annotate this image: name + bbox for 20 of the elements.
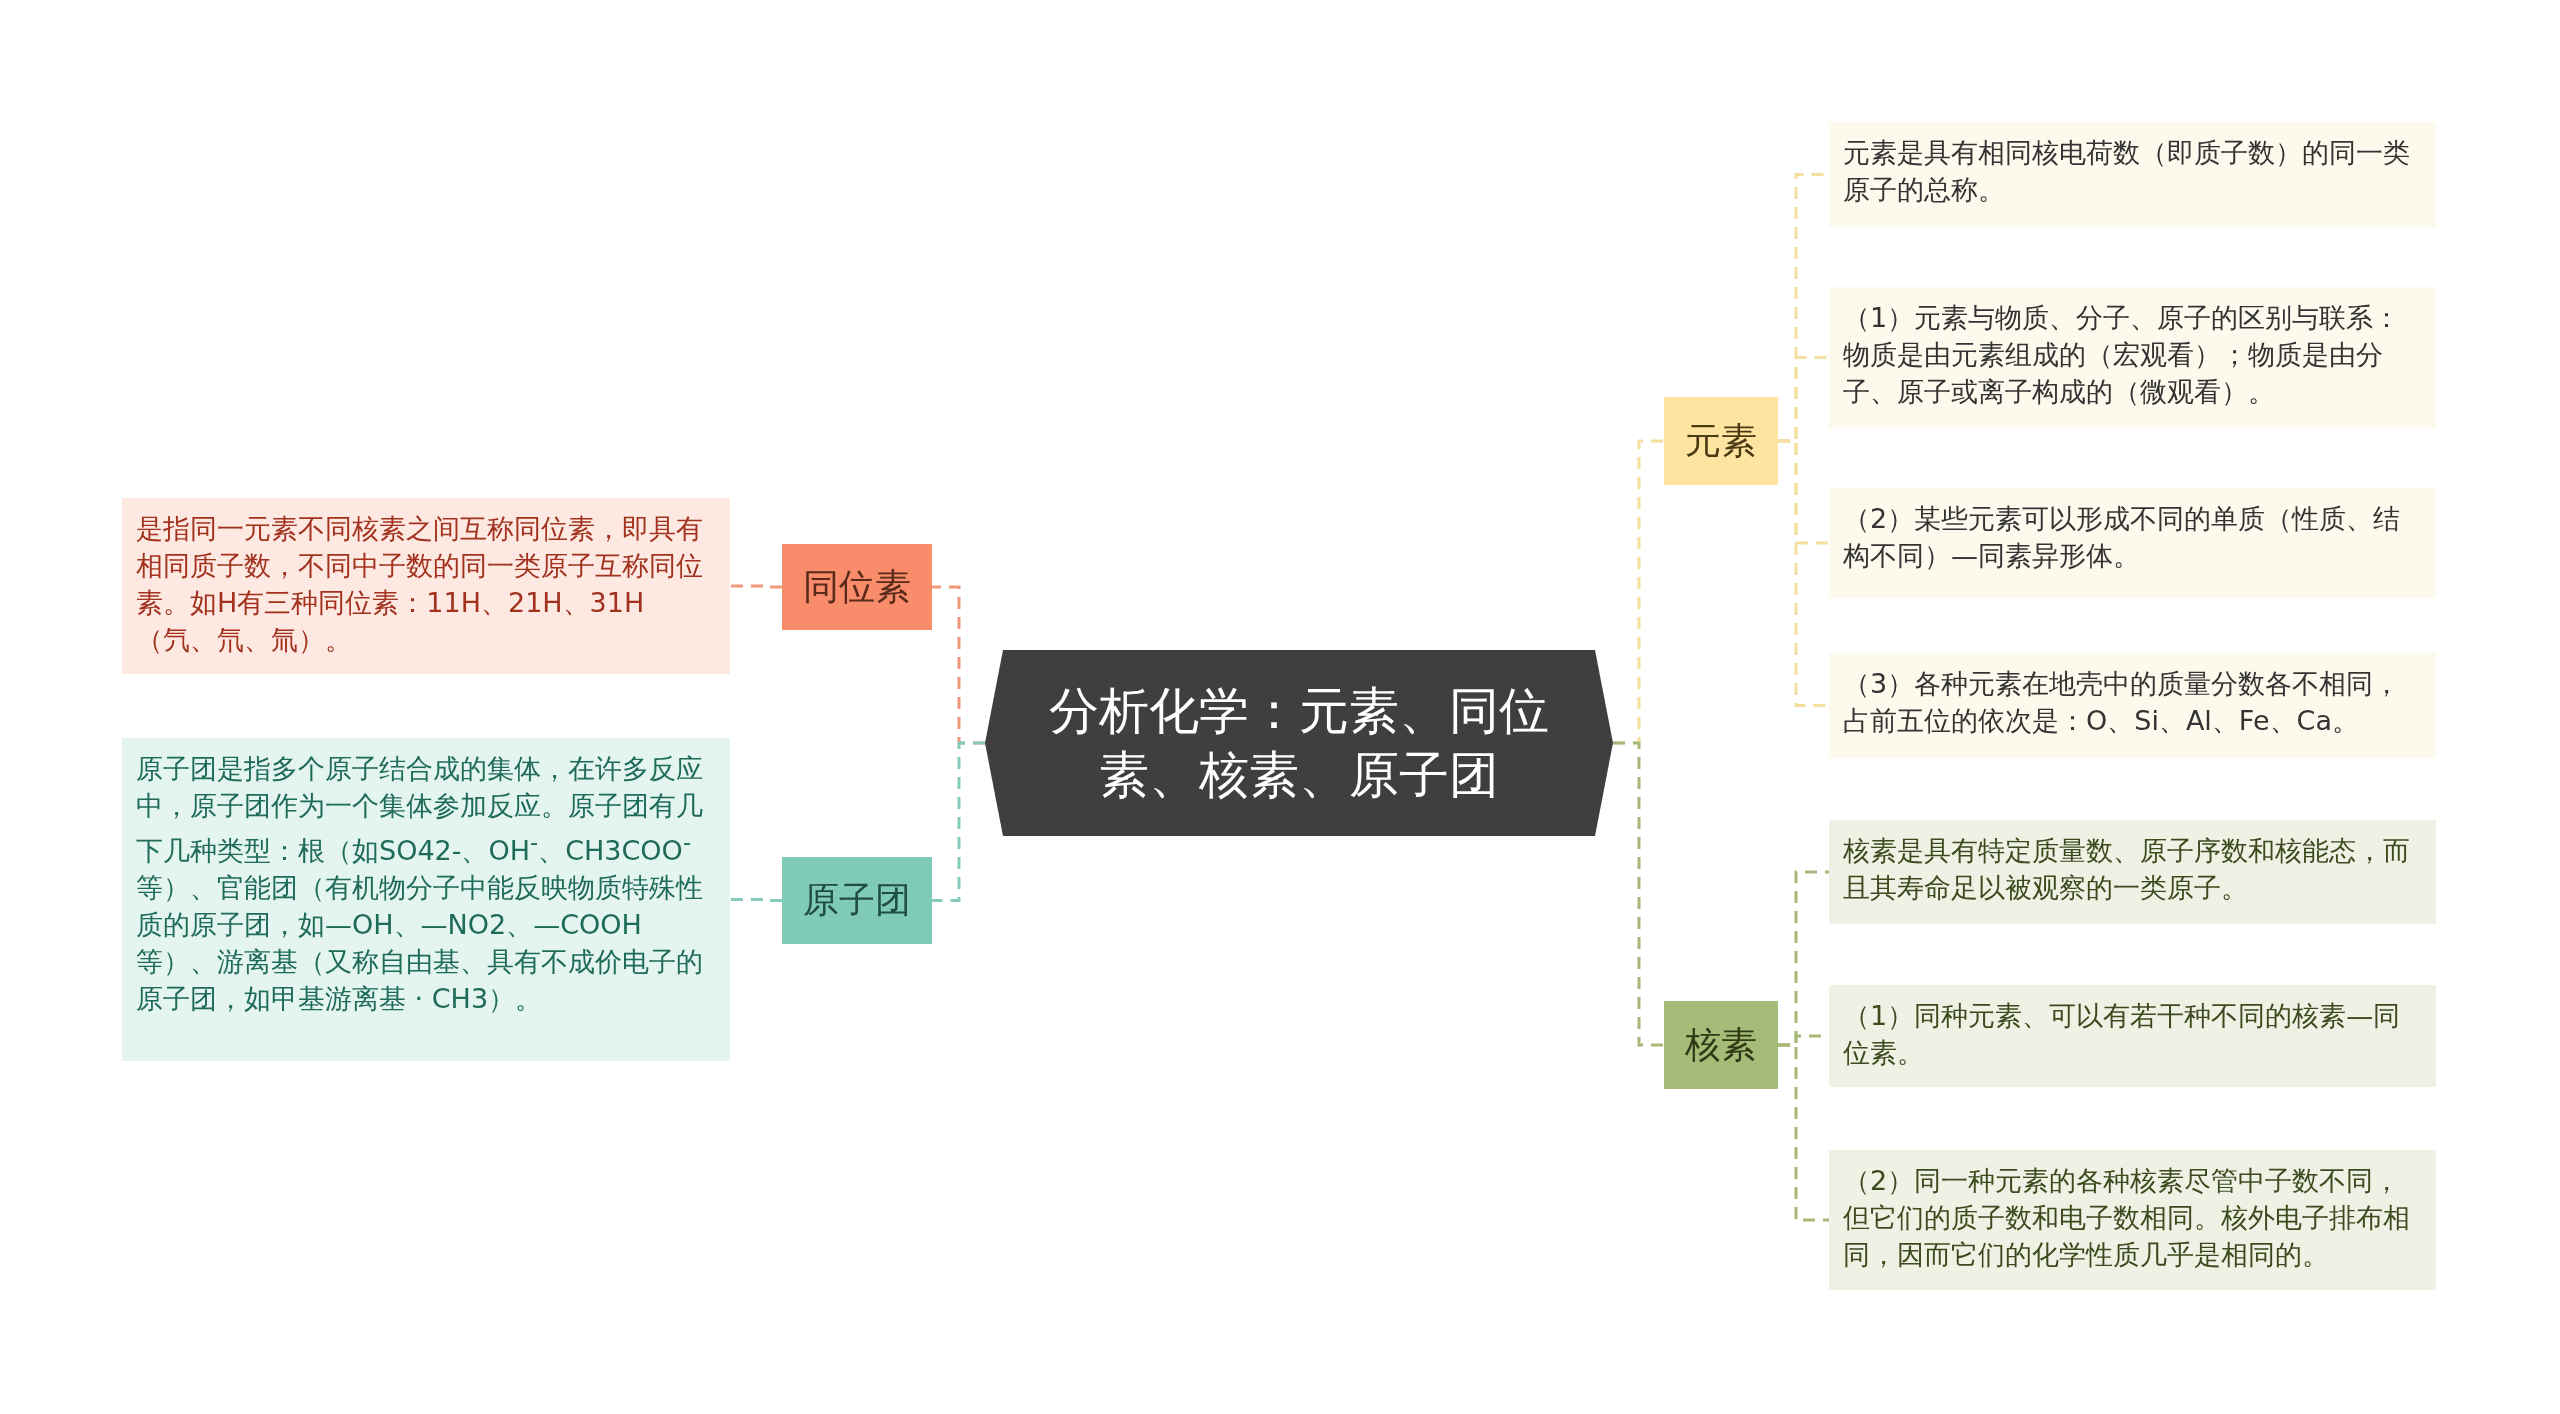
topic-box: 元素	[1664, 397, 1778, 485]
note-box: （2）某些元素可以形成不同的单质（性质、结构不同）—同素异形体。	[1829, 488, 2436, 598]
note-box: 元素是具有相同核电荷数（即质子数）的同一类原子的总称。	[1829, 122, 2436, 227]
connector-line	[1778, 439, 1829, 707]
topic-box: 同位素	[782, 544, 932, 630]
note-box: （1）同种元素、可以有若干种不同的核素—同位素。	[1829, 985, 2436, 1087]
note-box: 核素是具有特定质量数、原子序数和核能态，而且其寿命足以被观察的一类原子。	[1829, 820, 2436, 924]
topic-box: 原子团	[782, 857, 932, 944]
connector-line	[932, 741, 985, 902]
connector-line	[1613, 741, 1664, 1047]
title-text: 分析化学：元素、同位素、核素、原子团	[1048, 681, 1550, 806]
note-box: （2）同一种元素的各种核素尽管中子数不同，但它们的质子数和电子数相同。核外电子排布相同，因而它们的化学性质几乎是相同的。	[1829, 1150, 2436, 1290]
note-box: 原子团是指多个原子结合成的集体，在许多反应中，原子团作为一个集体参加反应。原子团有几下几种类型：根（如SO42-、OH$^{-}$、CH3COO$^{-}$等）、官能团（有机物分子中能反映物质特殊性质的原子团，如—OH、—NO2、—COOH等）、游离基（又称自由基、具有不成价电子的原子团，如甲基游离基 · CH3）。	[122, 738, 730, 1061]
connector-line	[1778, 1043, 1829, 1222]
note-box: 是指同一元素不同核素之间互称同位素，即具有相同质子数，不同中子数的同一类原子互称同位素。如H有三种同位素：11H、21H、31H（氕、氘、氚）。	[122, 498, 730, 674]
note-box: （1）元素与物质、分子、原子的区别与联系：物质是由元素组成的（宏观看）；物质是由分子、原子或离子构成的（微观看）。	[1829, 287, 2436, 428]
note-box: （3）各种元素在地壳中的质量分数各不相同，占前五位的依次是：O、Si、Al、Fe、Ca。	[1829, 653, 2436, 758]
connector-line	[730, 584, 782, 589]
connector-line	[730, 898, 782, 902]
topic-box: 核素	[1664, 1001, 1778, 1089]
